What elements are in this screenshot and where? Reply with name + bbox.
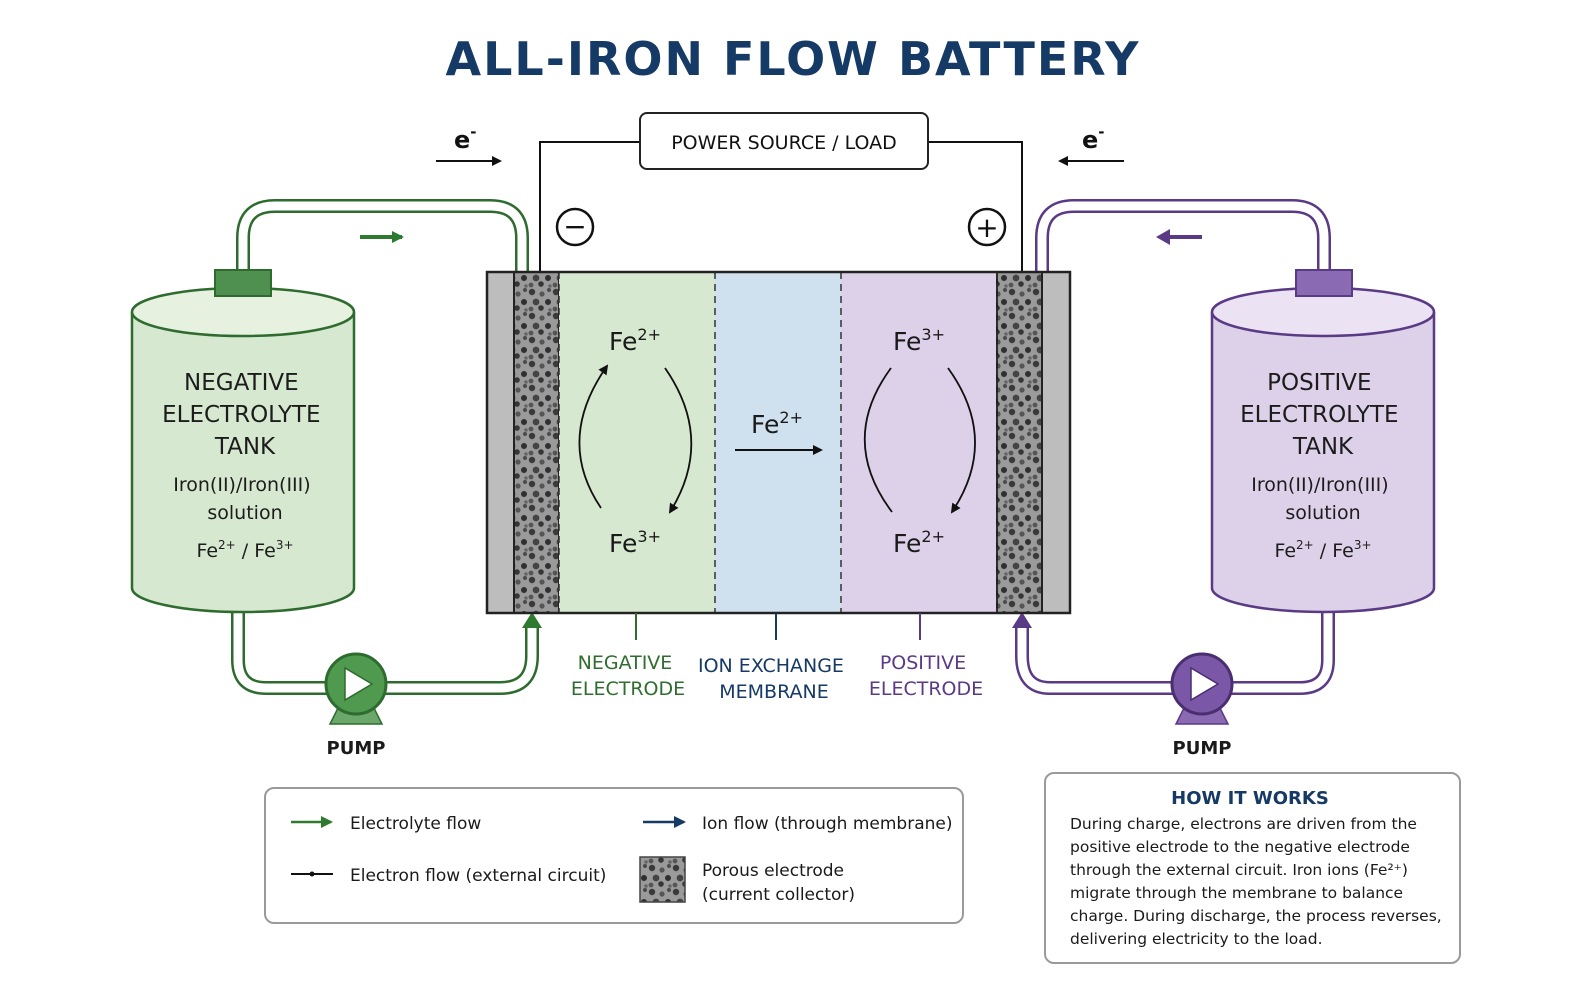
ion-exchange-membrane-region	[715, 272, 841, 613]
negative-pipe-top	[236, 199, 529, 272]
negative-reduction-arrow	[664, 367, 693, 514]
battery-cell	[485, 270, 1072, 615]
positive-current-collector	[1041, 271, 1071, 614]
positive-top-ion: Fe3+	[893, 325, 945, 356]
legend-porous-electrode-icon	[639, 856, 686, 903]
electron-label-left: e-	[454, 123, 477, 154]
negative-top-ion: Fe2+	[609, 325, 661, 356]
positive-reduction-arrow	[947, 367, 976, 514]
positive-electrolyte-tank	[1210, 269, 1436, 614]
power-source-label: POWER SOURCE / LOAD	[671, 132, 897, 154]
how-it-works-box	[1044, 772, 1461, 964]
page-title: ALL-IRON FLOW BATTERY	[446, 32, 1141, 86]
positive-tank-title: POSITIVE ELECTROLYTE TANK	[1240, 370, 1406, 460]
negative-bottom-ion: Fe3+	[609, 527, 661, 558]
electrolyte-inlet-arrow-left	[522, 612, 542, 628]
positive-terminal-icon	[967, 207, 1007, 247]
electrolyte-flow-arrow-right-top	[1156, 229, 1202, 245]
right-pump-label: PUMP	[1173, 738, 1232, 759]
right-pump-icon	[1170, 652, 1234, 725]
negative-oxidation-arrow	[578, 364, 609, 509]
circuit-wire-left	[539, 141, 640, 272]
legend-electrolyte-flow-label: Electrolyte flow	[350, 814, 481, 834]
legend-ion-flow-label: Ion flow (through membrane)	[702, 814, 952, 834]
positive-tank-solution: Iron(II)/Iron(III) solution	[1251, 474, 1394, 524]
negative-tank-solution: Iron(II)/Iron(III) solution	[173, 474, 316, 524]
negative-electrode-label: NEGATIVE ELECTRODE	[571, 652, 685, 700]
electrolyte-inlet-arrow-right	[1012, 612, 1032, 628]
how-it-works-text: During charge, electrons are driven from…	[1070, 815, 1447, 948]
negative-electrolyte-tank	[130, 269, 356, 614]
legend-box	[264, 787, 964, 924]
electron-label-right: e-	[1082, 123, 1105, 154]
membrane-label: ION EXCHANGE MEMBRANE	[698, 655, 850, 703]
membrane-ion: Fe2+	[751, 408, 803, 439]
how-it-works-title: HOW IT WORKS	[1171, 788, 1329, 809]
positive-electrode-region	[841, 272, 997, 613]
negative-current-collector	[486, 271, 515, 614]
positive-porous-electrode	[996, 271, 1043, 614]
legend-porous-electrode-label: Porous electrode (current collector)	[702, 861, 855, 905]
negative-tank-title: NEGATIVE ELECTROLYTE TANK	[162, 370, 328, 460]
negative-terminal-icon	[555, 207, 595, 247]
positive-bottom-ion: Fe2+	[893, 527, 945, 558]
negative-porous-electrode	[513, 271, 560, 614]
negative-electrode-region	[559, 272, 715, 613]
positive-tank-ions: Fe2+ / Fe3+	[1274, 538, 1371, 562]
negative-tank-ions: Fe2+ / Fe3+	[196, 538, 293, 562]
legend-electron-flow-label: Electron flow (external circuit)	[350, 866, 606, 886]
left-pump-label: PUMP	[327, 738, 386, 759]
positive-electrode-label: POSITIVE ELECTRODE	[869, 652, 983, 700]
positive-pipe-top	[1035, 199, 1331, 272]
power-source-box	[639, 112, 929, 170]
negative-terminal-sign: −	[563, 210, 586, 243]
circuit-wire-right	[928, 141, 1023, 272]
positive-left-arc	[863, 367, 893, 513]
positive-terminal-sign: +	[975, 211, 998, 244]
left-pump-icon	[324, 652, 388, 725]
